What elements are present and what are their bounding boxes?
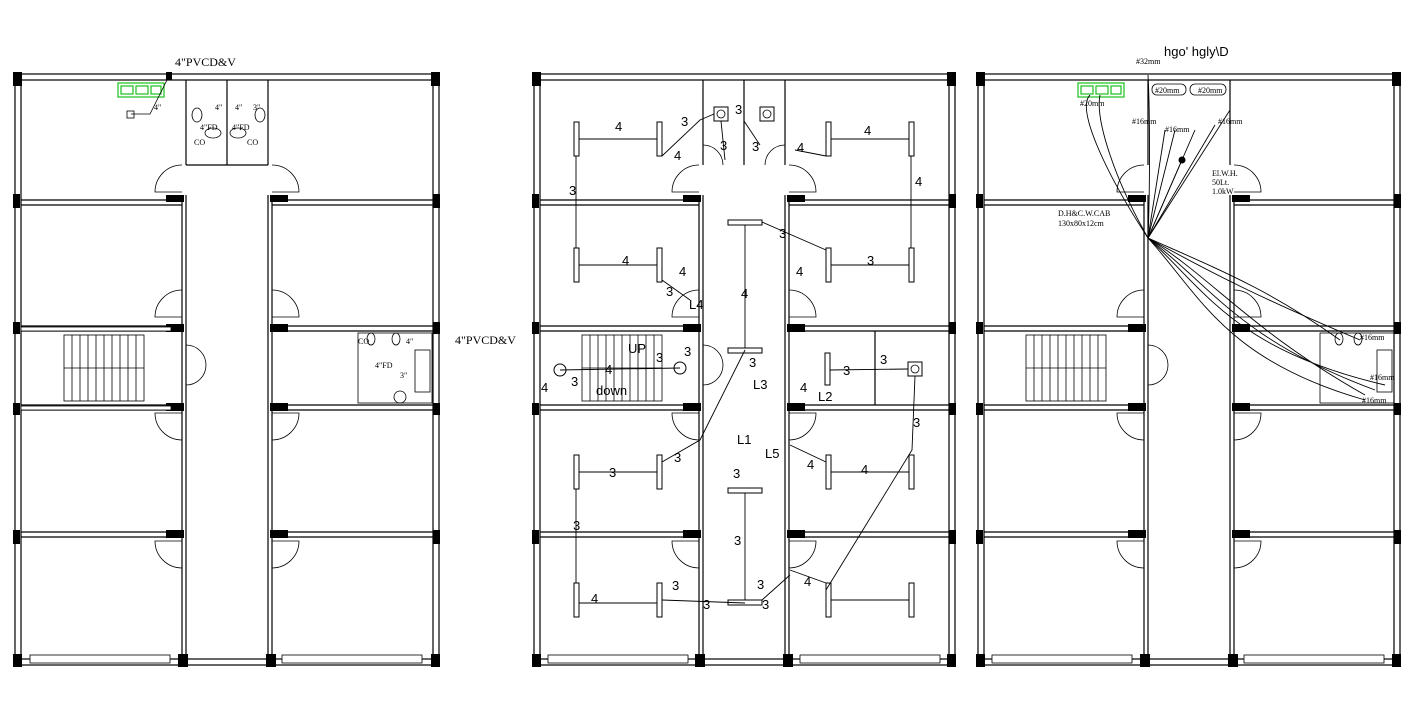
dim-c: 3" (253, 103, 260, 112)
pipe-20c-label: #20mm (1080, 99, 1105, 108)
svg-text:3: 3 (752, 139, 759, 154)
dim-e: 3" (400, 371, 407, 380)
vent-grille-icon (1077, 82, 1125, 98)
svg-text:3: 3 (674, 450, 681, 465)
svg-text:3: 3 (666, 284, 673, 299)
svg-text:3: 3 (762, 597, 769, 612)
plan-1-top-label: 4"PVCD&V (175, 55, 236, 69)
plan-2-outer-wall (533, 73, 956, 666)
pipe-16e-label: #16mm (1370, 373, 1395, 382)
ewh-label-1: El.W.H. (1212, 169, 1238, 178)
ewh-label-2: 50Lt. (1212, 178, 1229, 187)
svg-text:4: 4 (674, 148, 681, 163)
plan-2-electrical: 4 3 3 3 4 3 4 3 4 4 3 4 3 4 3 3 3 4 4 3 … (532, 72, 956, 667)
svg-text:L3: L3 (753, 377, 767, 392)
svg-text:4: 4 (622, 253, 629, 268)
cabinet-label-2: 130x80x12cm (1058, 219, 1105, 228)
svg-text:L2: L2 (818, 389, 832, 404)
svg-text:3: 3 (843, 363, 850, 378)
svg-text:4: 4 (864, 123, 871, 138)
plan-1-outer-wall (14, 73, 440, 666)
pipe-20b-label: #20mm (1198, 86, 1223, 95)
dim-b: 4" (235, 103, 242, 112)
svg-text:4: 4 (679, 264, 686, 279)
co-label: CO (358, 337, 369, 346)
dim-a: 4" (215, 103, 222, 112)
plan-1-side-label: 4"PVCD&V (455, 333, 516, 347)
co-label-c: CO (247, 138, 258, 147)
svg-text:3: 3 (573, 518, 580, 533)
svg-text:3: 3 (734, 533, 741, 548)
supply-pipes (1086, 74, 1386, 401)
dim-d: 4" (406, 337, 413, 346)
plan-1-drainage: 4"PVCD&V 4"PVCD&V 4" 4"FD 4"FD 4"FD 4" 4… (13, 55, 516, 667)
plan-3-water-supply: hgo' hgly\D #32mm #20mm #20mm #20mm #16m… (976, 44, 1401, 667)
cabinet-label-1: D.H&C.W.CAB (1058, 209, 1110, 218)
plan-1-doors (154, 164, 300, 569)
svg-text:down: down (596, 383, 627, 398)
svg-text:L5: L5 (765, 446, 779, 461)
plan-1-inner-wall (20, 79, 434, 660)
svg-text:UP: UP (628, 341, 646, 356)
svg-text:4: 4 (804, 574, 811, 589)
svg-text:L1: L1 (737, 432, 751, 447)
pipe-16a-label: #16mm (1132, 117, 1157, 126)
svg-text:3: 3 (569, 183, 576, 198)
svg-text:3: 3 (749, 355, 756, 370)
svg-text:3: 3 (672, 578, 679, 593)
light-fixtures (553, 106, 923, 618)
wiring-runs (559, 113, 916, 604)
pipe-16c-label: #16mm (1218, 117, 1243, 126)
svg-text:3: 3 (571, 374, 578, 389)
svg-text:4: 4 (541, 380, 548, 395)
plan-1-columns (13, 72, 440, 667)
pipe-16f-label: #16mm (1362, 396, 1387, 405)
svg-text:4: 4 (796, 264, 803, 279)
ewh-label-3: 1.0kW (1212, 187, 1234, 196)
svg-text:3: 3 (681, 114, 688, 129)
svg-text:L4: L4 (689, 297, 703, 312)
svg-text:4: 4 (741, 286, 748, 301)
plan-3-outer-wall (977, 73, 1401, 666)
svg-text:3: 3 (733, 466, 740, 481)
svg-text:4: 4 (591, 591, 598, 606)
svg-text:3: 3 (735, 102, 742, 117)
svg-text:3: 3 (703, 597, 710, 612)
svg-text:3: 3 (684, 344, 691, 359)
svg-text:4: 4 (605, 362, 612, 377)
co-label-b: CO (194, 138, 205, 147)
plan-3-top-label: hgo' hgly\D (1164, 44, 1229, 59)
plan-1-pipe-label: 4" (154, 103, 161, 112)
svg-text:4: 4 (915, 174, 922, 189)
svg-text:4: 4 (861, 462, 868, 477)
pipe-16d-label: #16mm (1360, 333, 1385, 342)
svg-text:4: 4 (807, 457, 814, 472)
svg-text:4: 4 (615, 119, 622, 134)
svg-text:3: 3 (867, 253, 874, 268)
svg-text:3: 3 (913, 415, 920, 430)
svg-text:3: 3 (720, 138, 727, 153)
vent-grille-icon (117, 82, 165, 98)
pipe-20a-label: #20mm (1155, 86, 1180, 95)
circuit-numbers: 4 3 3 3 4 3 4 3 4 4 3 4 3 4 3 3 3 4 4 3 … (541, 102, 922, 612)
plan-3-inner-wall (983, 79, 1395, 660)
pipe-16b-label: #16mm (1165, 125, 1190, 134)
fd-label-c: 4"FD (375, 361, 393, 370)
pipe-32-label: #32mm (1136, 57, 1161, 66)
svg-text:3: 3 (656, 350, 663, 365)
svg-text:3: 3 (609, 465, 616, 480)
switch-labels: UP down L1 L2 L3 L4 L5 (596, 297, 832, 461)
fd-label-a: 4"FD (200, 123, 218, 132)
svg-text:4: 4 (800, 380, 807, 395)
svg-text:4: 4 (797, 140, 804, 155)
svg-text:3: 3 (779, 226, 786, 241)
svg-text:3: 3 (880, 352, 887, 367)
fd-label-b: 4"FD (232, 123, 250, 132)
svg-text:3: 3 (757, 577, 764, 592)
